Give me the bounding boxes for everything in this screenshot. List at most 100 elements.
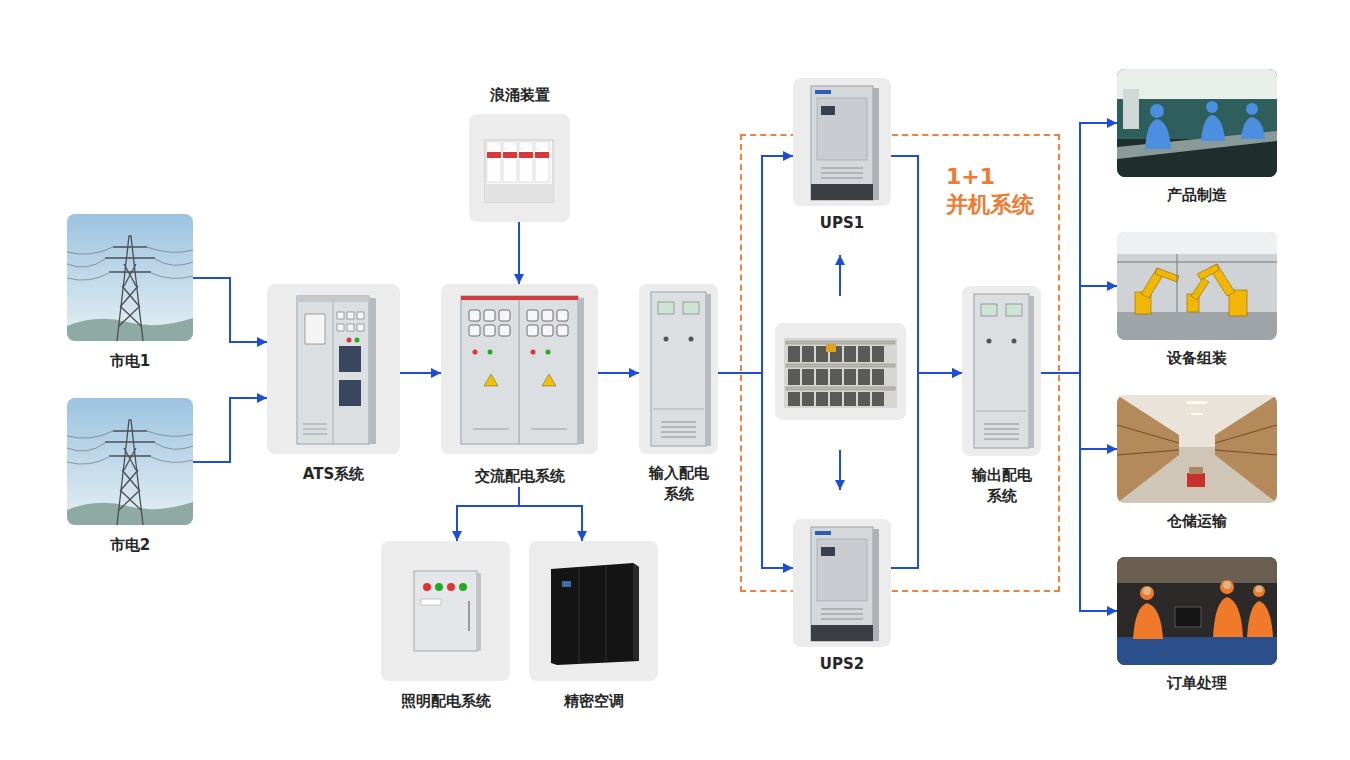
device-card — [962, 286, 1041, 456]
graphic-part — [531, 350, 536, 355]
graphic-part — [1155, 268, 1179, 282]
graphic-part — [974, 294, 1029, 448]
graphic-part — [872, 369, 884, 385]
node-label: 市电1 — [67, 351, 193, 372]
graphic-part — [788, 392, 800, 406]
device-node: 精密空调 — [529, 541, 658, 712]
graphic-part — [297, 296, 369, 444]
graphic-part — [333, 302, 334, 444]
graphic-part — [811, 625, 873, 641]
flow-connector — [519, 487, 582, 541]
graphic-part — [821, 609, 863, 619]
card-art — [267, 284, 400, 454]
graphic-part — [1117, 232, 1277, 254]
graphic-part — [872, 346, 884, 362]
graphic-part — [531, 429, 567, 430]
group-box: 1+1 并机系统UPS1UPS2输出配电 系统 — [740, 134, 1060, 592]
graphic-part — [1133, 603, 1163, 639]
graphic-part — [519, 300, 520, 444]
graphic-part — [984, 439, 1019, 440]
graphic-part — [67, 398, 193, 525]
graphic-part — [821, 547, 835, 556]
graphic-part — [858, 346, 870, 362]
graphic-part — [816, 392, 828, 406]
node-label: 产品制造 — [1117, 185, 1277, 206]
node-label: 市电2 — [67, 535, 193, 556]
graphic-part — [1215, 425, 1277, 443]
graphic-part — [423, 583, 431, 591]
graphic-part — [357, 324, 364, 331]
graphic-part — [487, 142, 501, 182]
graphic-part — [633, 563, 639, 661]
graphic-part — [1117, 395, 1179, 503]
graphic-part — [661, 422, 696, 423]
graphic-part — [67, 502, 193, 525]
graphic-part — [1215, 450, 1277, 455]
card-art — [67, 398, 193, 525]
graphic-part — [844, 369, 856, 385]
graphic-part — [1213, 597, 1243, 637]
graphic-part — [1145, 101, 1265, 149]
graphic-part — [606, 566, 607, 661]
graphic-part — [347, 338, 352, 343]
graphic-part — [297, 296, 369, 302]
graphic-part — [117, 420, 143, 525]
graphic-part — [976, 411, 1027, 412]
graphic-part — [984, 429, 1019, 430]
graphic-part — [337, 312, 344, 319]
graphic-part — [1191, 413, 1203, 415]
graphic-part — [1117, 312, 1277, 340]
device-card — [639, 284, 718, 454]
graphic-part — [469, 310, 480, 321]
flow-connector — [518, 222, 520, 284]
device-card — [381, 541, 510, 681]
graphic-part — [816, 369, 828, 385]
graphic-part — [826, 344, 836, 352]
graphic-part — [1117, 232, 1277, 340]
node-label: 交流配电系统 — [441, 466, 598, 487]
graphic-part — [811, 527, 873, 641]
graphic-part — [858, 369, 870, 385]
graphic-part — [775, 323, 906, 420]
graphic-part — [788, 369, 800, 385]
graphic-part — [535, 152, 549, 158]
graphic-part — [469, 325, 480, 336]
graphic-part — [485, 140, 553, 202]
graphic-part — [527, 325, 538, 336]
graphic-part — [1187, 473, 1205, 487]
graphic-part — [105, 236, 155, 341]
device-node: 交流配电系统 — [441, 284, 598, 487]
graphic-part — [653, 409, 704, 410]
node-label: 浪涌装置 — [469, 85, 570, 106]
device-node: 订单处理 — [1117, 557, 1277, 694]
graphic-part — [811, 86, 873, 200]
card-art — [381, 541, 510, 681]
device-node: 设备组装 — [1117, 232, 1277, 369]
graphic-part — [461, 296, 578, 300]
graphic-part — [519, 152, 533, 158]
graphic-part — [357, 312, 364, 319]
graphic-part — [802, 369, 814, 385]
card-art — [441, 284, 598, 454]
graphic-part — [1117, 557, 1277, 583]
graphic-part — [1246, 103, 1258, 115]
graphic-part — [786, 341, 895, 390]
graphic-part — [661, 432, 696, 433]
graphic-part — [485, 184, 553, 202]
battery-arrow — [839, 450, 841, 490]
graphic-part — [1150, 104, 1164, 118]
graphic-part — [305, 312, 364, 344]
device-node: 市电1 — [67, 214, 193, 372]
flow-connector — [193, 398, 267, 462]
node-label: ATS系统 — [267, 464, 400, 485]
graphic-part — [67, 214, 193, 341]
graphic-part — [461, 296, 578, 444]
graphic-part — [1145, 119, 1171, 149]
graphic-part — [984, 424, 1019, 439]
graphic-part — [844, 392, 856, 406]
device-card — [529, 541, 658, 681]
card-art — [962, 286, 1041, 456]
graphic-part — [817, 98, 867, 160]
device-card — [793, 519, 891, 647]
